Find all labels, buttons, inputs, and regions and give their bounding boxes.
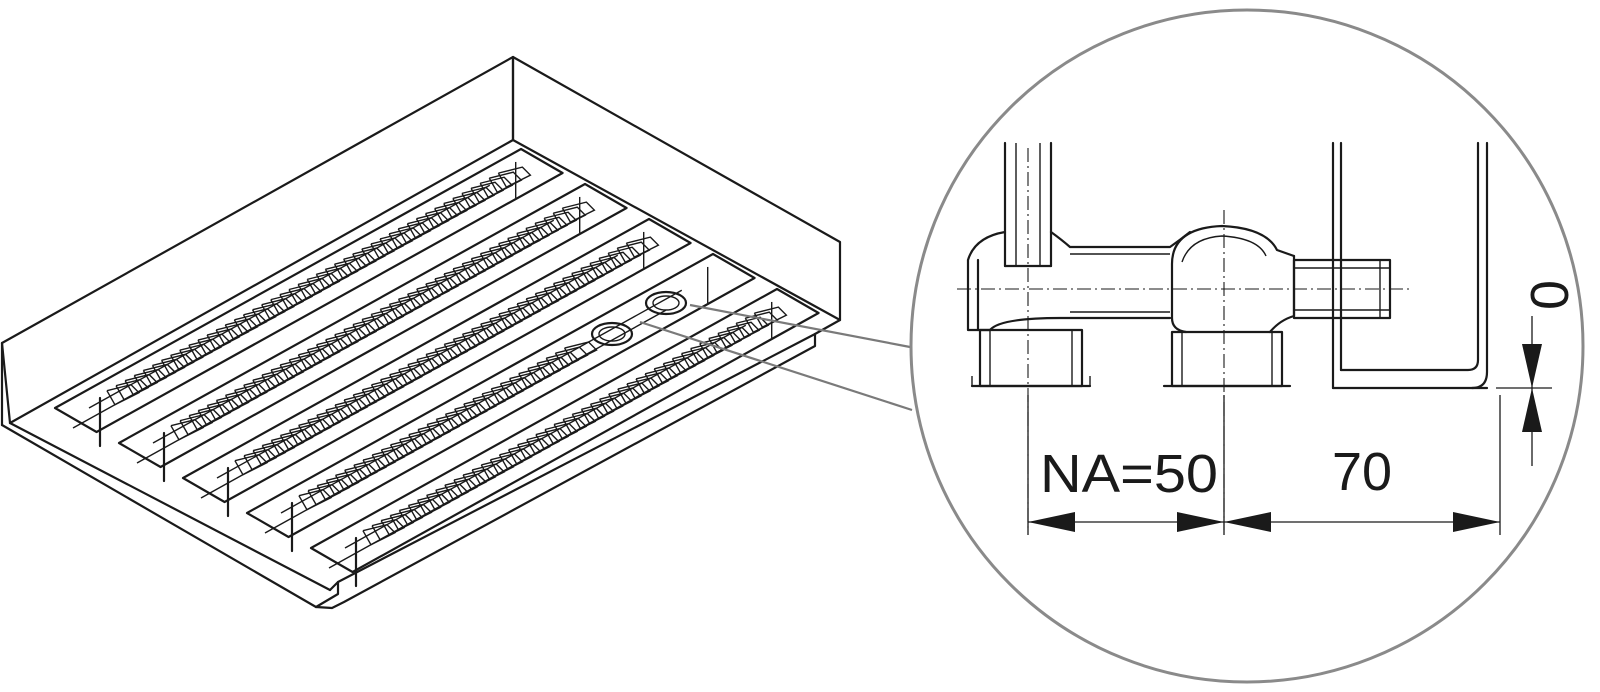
nominal-size-label: NA=50 bbox=[1040, 444, 1218, 504]
heat-exchanger-rows bbox=[53, 147, 820, 588]
channel-wall-profile bbox=[1331, 141, 1489, 390]
vertical-dimension bbox=[1496, 316, 1552, 466]
heat-exchanger-row bbox=[117, 182, 628, 483]
heat-exchanger-row bbox=[309, 287, 820, 588]
horizontal-dimensions bbox=[1027, 395, 1501, 535]
pipe-connection-sockets bbox=[590, 290, 688, 347]
detail-leader-lines bbox=[639, 303, 913, 412]
channel-isometric-view bbox=[0, 55, 913, 610]
left-riser-pipe bbox=[1003, 141, 1053, 268]
height-label: 0 bbox=[1520, 280, 1580, 310]
spacing-label: 70 bbox=[1332, 442, 1392, 502]
detail-magnifier: NA=50 70 0 bbox=[909, 8, 1585, 684]
heat-exchanger-row bbox=[53, 147, 564, 448]
left-tee-fitting bbox=[966, 230, 1192, 388]
channel-housing bbox=[0, 55, 842, 610]
heat-exchanger-row bbox=[245, 252, 756, 553]
heat-exchanger-row bbox=[181, 217, 692, 518]
